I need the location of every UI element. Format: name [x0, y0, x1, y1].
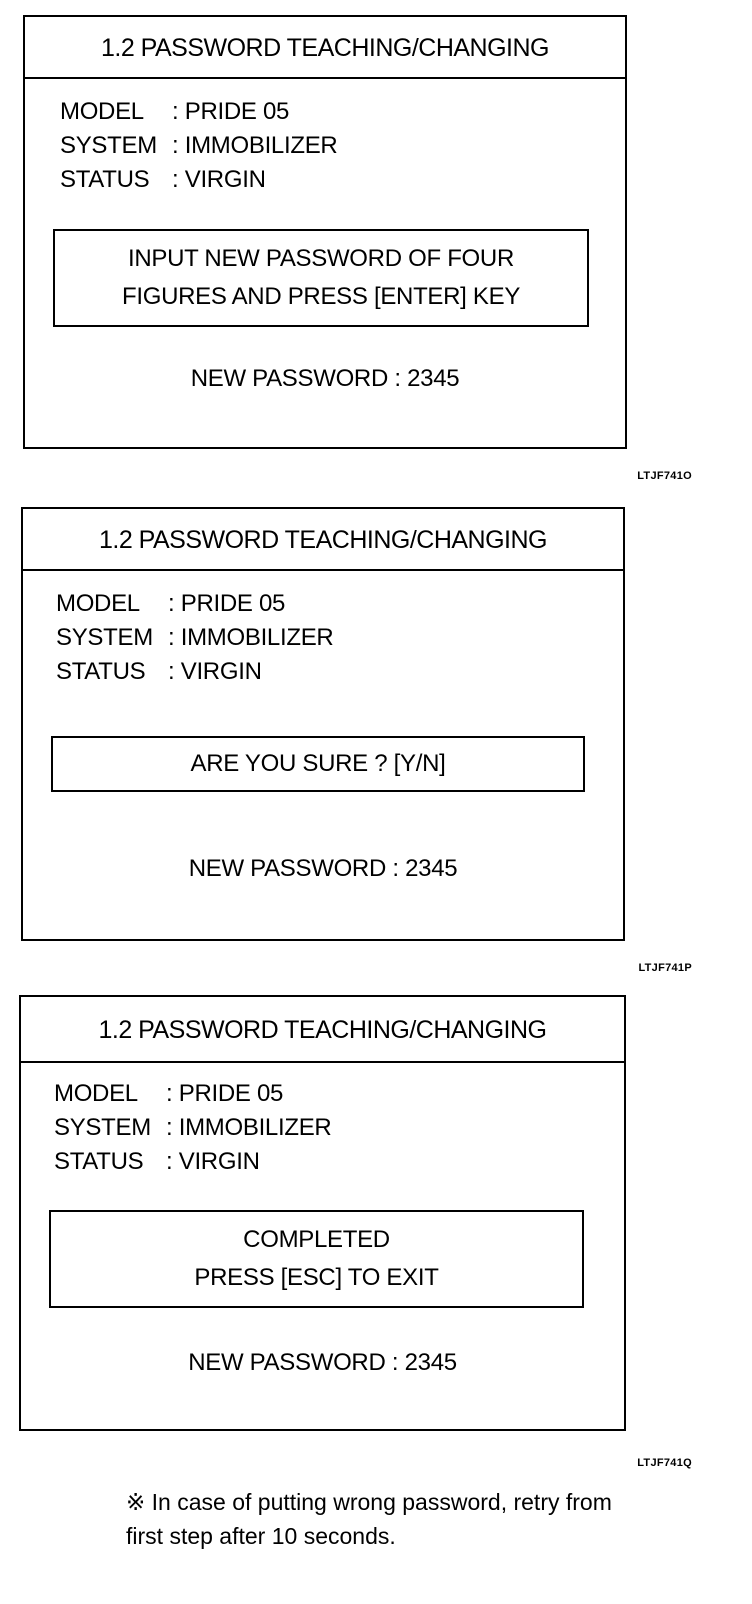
figure-code: LTJF741Q: [637, 1457, 692, 1469]
screen-password-completed: 1.2 PASSWORD TEACHING/CHANGING MODEL : PR…: [19, 995, 626, 1431]
model-label: MODEL: [56, 590, 140, 617]
system-label: SYSTEM: [60, 132, 157, 159]
vehicle-info: MODEL : PRIDE 05 SYSTEM : IMMOBILIZER STAT…: [60, 95, 338, 197]
footnote-line-2: first step after 10 seconds.: [126, 1523, 396, 1549]
footnote-line-1: ※ In case of putting wrong password, ret…: [126, 1489, 612, 1515]
status-label: STATUS: [60, 166, 150, 193]
message-line-1: COMPLETED: [243, 1226, 390, 1253]
message-box: ARE YOU SURE ? [Y/N]: [51, 736, 585, 792]
model-row: MODEL : PRIDE 05: [60, 95, 337, 129]
model-value: : PRIDE 05: [166, 1080, 284, 1107]
figure-code: LTJF741P: [638, 962, 692, 974]
screen-title: 1.2 PASSWORD TEACHING/CHANGING: [23, 509, 623, 571]
new-password-field: NEW PASSWORD : 2345: [190, 365, 460, 392]
screen-title: 1.2 PASSWORD TEACHING/CHANGING: [21, 997, 624, 1063]
status-row: STATUS : VIRGIN: [60, 163, 337, 197]
new-password-field: NEW PASSWORD : 2345: [188, 1349, 457, 1376]
message-line-2: FIGURES AND PRESS [ENTER] KEY: [121, 283, 521, 310]
model-value: : PRIDE 05: [172, 98, 290, 125]
system-value: : IMMOBILIZER: [166, 1114, 332, 1141]
system-label: SYSTEM: [56, 624, 153, 651]
status-row: STATUS : VIRGIN: [56, 655, 333, 689]
model-row: MODEL : PRIDE 05: [56, 587, 333, 621]
status-value: : VIRGIN: [168, 658, 262, 685]
status-value: : VIRGIN: [172, 166, 266, 193]
status-row: STATUS : VIRGIN: [54, 1145, 331, 1179]
model-label: MODEL: [54, 1080, 138, 1107]
system-label: SYSTEM: [54, 1114, 151, 1141]
model-row: MODEL : PRIDE 05: [54, 1077, 331, 1111]
status-label: STATUS: [54, 1148, 144, 1175]
message-line-1: ARE YOU SURE ? [Y/N]: [190, 750, 446, 777]
message-line-1: INPUT NEW PASSWORD OF FOUR: [128, 245, 514, 272]
screen-title: 1.2 PASSWORD TEACHING/CHANGING: [25, 17, 625, 79]
message-box: COMPLETED PRESS [ESC] TO EXIT: [49, 1210, 584, 1308]
screen-input-password: 1.2 PASSWORD TEACHING/CHANGING MODEL : PR…: [23, 15, 627, 449]
system-row: SYSTEM : IMMOBILIZER: [60, 129, 338, 163]
vehicle-info: MODEL : PRIDE 05 SYSTEM : IMMOBILIZER STAT…: [54, 1077, 332, 1179]
new-password-field: NEW PASSWORD : 2345: [188, 855, 458, 882]
model-value: : PRIDE 05: [168, 590, 286, 617]
system-value: : IMMOBILIZER: [168, 624, 334, 651]
message-line-2: PRESS [ESC] TO EXIT: [194, 1264, 439, 1291]
message-box: INPUT NEW PASSWORD OF FOUR FIGURES AND P…: [53, 229, 589, 327]
model-label: MODEL: [60, 98, 144, 125]
status-label: STATUS: [56, 658, 146, 685]
vehicle-info: MODEL : PRIDE 05 SYSTEM : IMMOBILIZER STAT…: [56, 587, 334, 689]
screen-confirm-password: 1.2 PASSWORD TEACHING/CHANGING MODEL : PR…: [21, 507, 625, 941]
system-row: SYSTEM : IMMOBILIZER: [56, 621, 334, 655]
system-row: SYSTEM : IMMOBILIZER: [54, 1111, 332, 1145]
system-value: : IMMOBILIZER: [172, 132, 338, 159]
figure-code: LTJF741O: [637, 470, 692, 482]
footnote: ※ In case of putting wrong password, ret…: [126, 1485, 726, 1553]
status-value: : VIRGIN: [166, 1148, 260, 1175]
